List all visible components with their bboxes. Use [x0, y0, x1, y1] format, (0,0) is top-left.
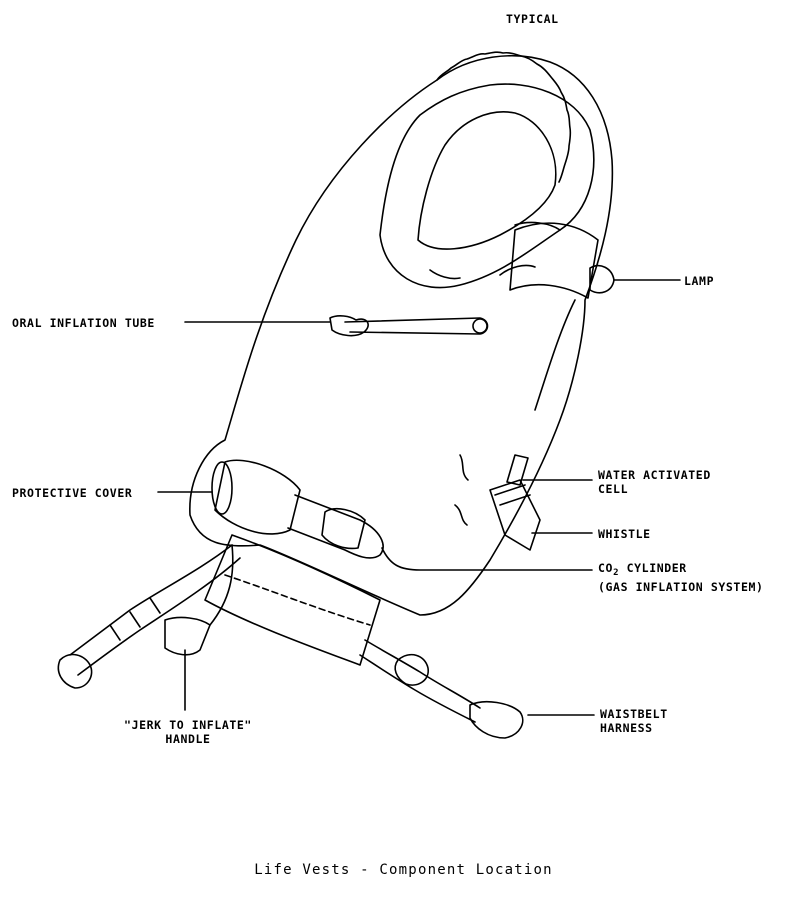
- vest-side-seam: [534, 299, 576, 411]
- collar-wrinkle: [429, 269, 461, 280]
- vest-body-outline: [189, 54, 614, 616]
- water-cell-shape: [506, 454, 529, 486]
- vest-wrinkle: [454, 504, 468, 526]
- left-strap: [69, 544, 241, 676]
- oral-tube-valve: [472, 318, 488, 334]
- co2-cylinder-label: CO2 CYLINDER (GAS INFLATION SYSTEM): [598, 561, 764, 594]
- lamp-label: LAMP: [684, 274, 715, 288]
- jerk-handle-shape: [164, 616, 211, 656]
- co2-leader-line: [381, 547, 593, 571]
- protective-cover-label: PROTECTIVE COVER: [12, 486, 133, 500]
- waistbelt-line2: HARNESS: [600, 721, 653, 735]
- co2-cylinder-line1: CO2 CYLINDER: [598, 561, 687, 578]
- figure-caption: Life Vests - Component Location: [254, 862, 553, 878]
- water-activated-cell-line1: WATER ACTIVATED: [598, 468, 711, 482]
- lower-panel-seam: [224, 574, 371, 626]
- right-strap: [359, 639, 481, 723]
- co2-cylinder-line2: (GAS INFLATION SYSTEM): [598, 580, 764, 594]
- collar-strap: [509, 222, 599, 299]
- left-strap-buckle: [57, 653, 93, 689]
- whistle-shape: [489, 479, 541, 551]
- co2-sleeve: [321, 508, 366, 550]
- collar-scalloped-edge: [436, 51, 572, 183]
- left-strap-stitch: [109, 597, 161, 641]
- neck-opening-outer: [379, 83, 595, 289]
- waistbelt-harness-label: WAISTBELT HARNESS: [600, 707, 668, 735]
- co2-cylinder-shape: [287, 494, 384, 559]
- whistle-label: WHISTLE: [598, 527, 651, 541]
- waistbelt-line1: WAISTBELT: [600, 707, 668, 721]
- typical-note: TYPICAL: [506, 12, 559, 26]
- right-strap-knot: [394, 653, 429, 686]
- jerk-handle-cord: [209, 544, 234, 626]
- collar-wrinkle: [499, 264, 536, 276]
- vest-wrinkle: [459, 454, 469, 481]
- jerk-to-inflate-label: "JERK TO INFLATE" HANDLE: [108, 718, 268, 746]
- oral-tube-mouthpiece: [329, 315, 369, 337]
- protective-cover-end: [211, 461, 233, 515]
- whistle-detail: [499, 494, 531, 506]
- lower-panel: [204, 534, 381, 666]
- jerk-to-inflate-line2: HANDLE: [165, 732, 211, 746]
- water-activated-cell-label: WATER ACTIVATED CELL: [598, 468, 711, 496]
- water-activated-cell-line2: CELL: [598, 482, 629, 496]
- oral-inflation-tube-label: ORAL INFLATION TUBE: [12, 316, 155, 330]
- jerk-to-inflate-line1: "JERK TO INFLATE": [124, 718, 252, 732]
- neck-opening-inner: [417, 111, 557, 250]
- protective-cover-shape: [214, 459, 301, 535]
- right-strap-buckle: [469, 700, 524, 739]
- whistle-detail: [494, 484, 526, 496]
